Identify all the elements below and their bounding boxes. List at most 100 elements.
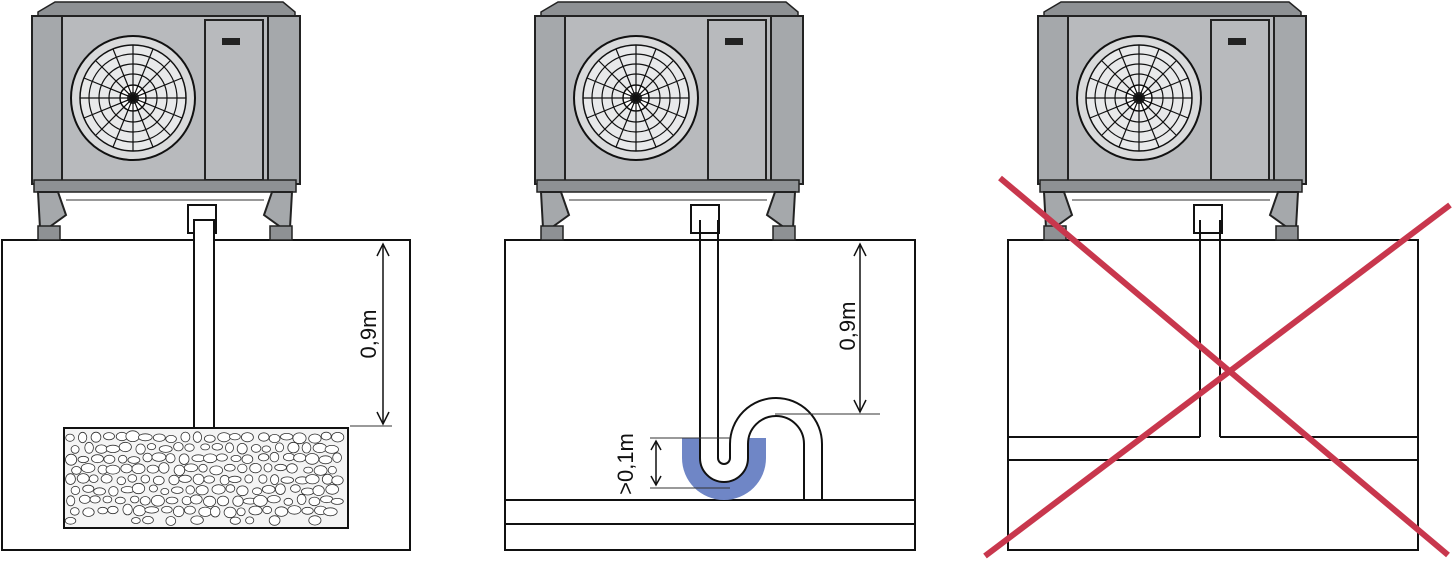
gravel-stone (65, 453, 78, 466)
gravel-stone (230, 454, 242, 462)
gravel-stone (103, 454, 116, 464)
gravel-stone (268, 433, 281, 443)
gravel-stone (77, 455, 90, 464)
gravel-stone (258, 474, 268, 484)
depth-dimension: 0,9m (350, 242, 392, 427)
gravel-stone (241, 454, 254, 465)
gravel-stone (209, 465, 224, 476)
gravel-stone (180, 431, 191, 443)
gravel-stone (232, 495, 244, 507)
gravel-stone (191, 454, 206, 463)
gravel-stone (78, 431, 88, 444)
gravel-stone (122, 503, 133, 516)
gravel-stone (320, 431, 332, 441)
gravel-stone (84, 441, 94, 454)
gravel-stone (132, 505, 146, 517)
gravel-stone (103, 432, 115, 441)
gravel-stone (252, 487, 263, 496)
gravel-stone (79, 494, 91, 504)
drain-pipe (193, 219, 215, 429)
gravel-stone (168, 474, 180, 486)
gravel-stone (171, 486, 184, 494)
gravel-stone (127, 456, 141, 464)
gravel-stone (178, 453, 190, 465)
gravel-stone (70, 507, 80, 516)
gravel-stone (275, 483, 286, 495)
gravel-stone (217, 432, 231, 443)
gravel-stone (282, 452, 295, 462)
gravel-stone (228, 475, 242, 483)
ground-block (504, 239, 916, 551)
gravel-stone (301, 487, 315, 496)
gravel-stone (105, 464, 121, 475)
gravel-stone (274, 463, 287, 472)
gravel-stone (190, 494, 203, 505)
gravel-stone (165, 434, 177, 443)
gravel-stone (203, 475, 215, 484)
gravel-stone (138, 433, 153, 442)
heat-pump-unit-icon (1037, 1, 1307, 241)
gravel-stone (216, 495, 230, 507)
gravel-stone (223, 506, 237, 519)
gravel-stone (211, 443, 223, 451)
gravel-stone (268, 515, 281, 526)
gravel-stone (327, 466, 337, 475)
gravel-stone (70, 485, 81, 495)
gravel-stone (308, 515, 322, 526)
gravel-stone (224, 463, 236, 472)
gravel-stone (150, 494, 165, 507)
gravel-stone (270, 474, 280, 486)
gravel-stone (313, 465, 328, 476)
gravel-stone (209, 506, 221, 518)
gravel-stone (192, 473, 205, 485)
gravel-stone (250, 444, 262, 453)
gravel-stone (236, 485, 249, 497)
gravel-stone (203, 495, 217, 507)
gravel-stone (118, 441, 132, 453)
gravel-stone (261, 445, 271, 453)
water-seal-label: >0,1m (613, 433, 638, 495)
gravel-stone (219, 474, 230, 486)
gravel-stone (192, 431, 202, 443)
gravel-stone (172, 505, 185, 518)
gravel-stone (211, 484, 226, 495)
gravel-stone (185, 485, 195, 495)
trap-pipe (682, 204, 823, 500)
gravel-stone (88, 474, 99, 483)
gravel-stone (165, 453, 176, 464)
gravel-stone (158, 445, 173, 453)
gravel-stone (178, 474, 192, 483)
gravel-stone (108, 486, 119, 497)
gravel-stone (146, 464, 160, 474)
gravel-stone (280, 476, 295, 484)
gravel-stone (70, 445, 80, 454)
gravel-stone (65, 473, 76, 485)
gravel-stone (244, 474, 254, 484)
gravel-stone (269, 451, 280, 463)
gravel-stone (165, 496, 179, 505)
gravel-stone (131, 463, 146, 475)
gravel-stone (267, 495, 281, 504)
gravel-stone (286, 463, 298, 474)
gravel-stone (312, 442, 327, 454)
gravel-stone (200, 443, 211, 451)
gravel-stone (198, 506, 213, 517)
gravel-stone (127, 474, 138, 483)
gravel-stone (184, 443, 195, 452)
gravel-stone (225, 442, 234, 454)
gravel-stone (198, 463, 208, 473)
gravel-stone (308, 433, 322, 444)
gravel-stone (318, 455, 333, 465)
depth-label: 0,9m (356, 310, 381, 359)
gravel-stone (323, 507, 338, 517)
gravel-stone (305, 474, 320, 485)
gravel-stone (308, 496, 321, 507)
gravel-stone (82, 507, 95, 517)
gravel-stone (245, 516, 255, 525)
gravel-stone (161, 506, 173, 514)
gravel-stone (114, 496, 126, 505)
gravel-stone (331, 432, 345, 443)
gravel-stone (203, 453, 218, 464)
gravel-stone (261, 485, 276, 494)
